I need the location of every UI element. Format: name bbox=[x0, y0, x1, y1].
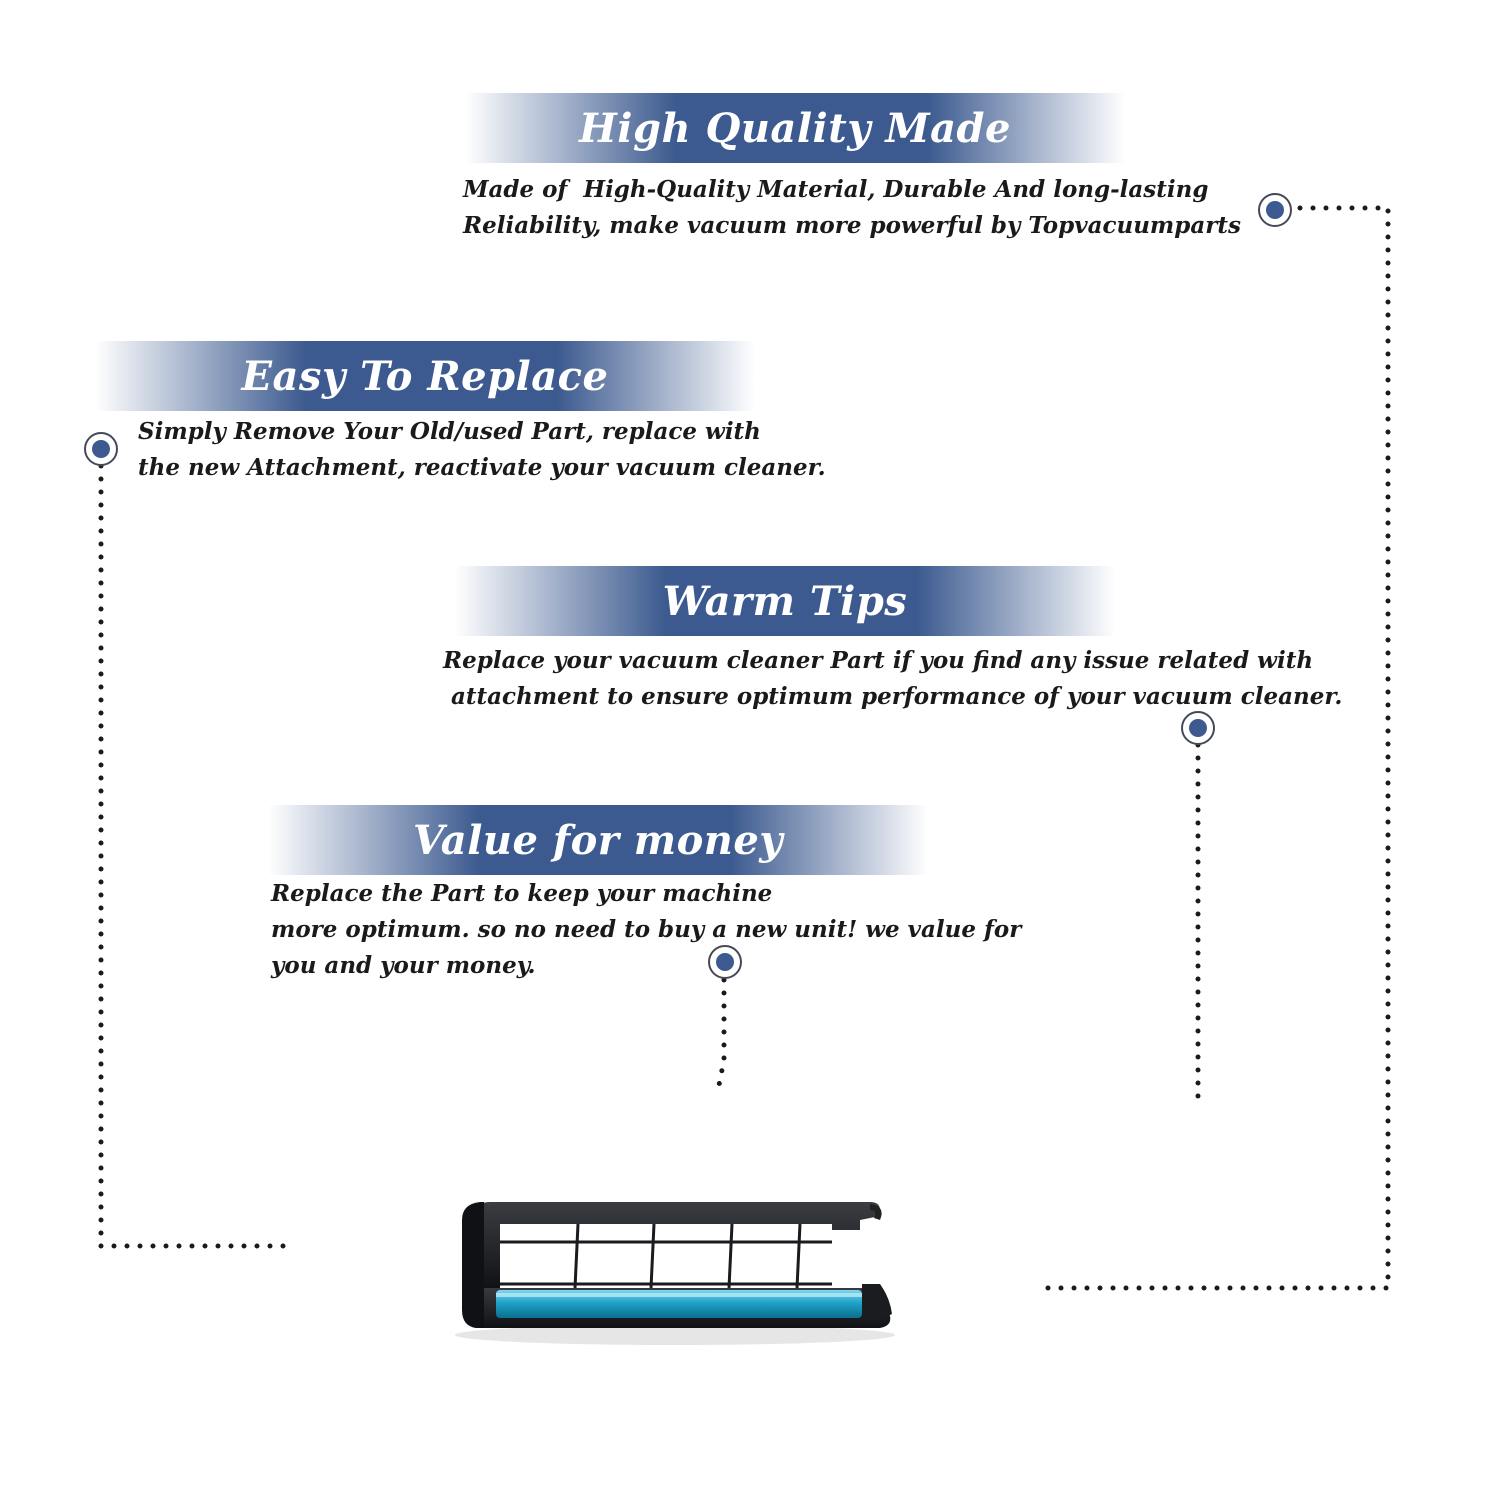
banner-warm-tips: Warm Tips bbox=[455, 566, 1115, 636]
section-title: Easy To Replace bbox=[241, 352, 609, 400]
banner-easy-replace: Easy To Replace bbox=[95, 341, 755, 411]
target-marker-icon bbox=[708, 945, 742, 979]
connector-quality bbox=[1032, 205, 1391, 1291]
banner-value-money: Value for money bbox=[268, 805, 928, 875]
banner-high-quality: High Quality Made bbox=[465, 93, 1125, 163]
target-marker-icon bbox=[84, 432, 118, 466]
section-description: Made of High-Quality Material, Durable A… bbox=[463, 176, 1241, 239]
vacuum-brush-roll-frame bbox=[455, 1202, 895, 1345]
section-description: Simply Remove Your Old/used Part, replac… bbox=[138, 418, 826, 481]
target-marker-icon bbox=[1181, 711, 1215, 745]
section-description: Replace your vacuum cleaner Part if you … bbox=[443, 647, 1343, 710]
connector-value bbox=[715, 977, 727, 1093]
section-title: Value for money bbox=[412, 816, 784, 864]
section-title: High Quality Made bbox=[579, 104, 1011, 152]
section-title: Warm Tips bbox=[662, 577, 908, 625]
target-marker-icon bbox=[1258, 193, 1292, 227]
connector-replace bbox=[98, 463, 299, 1249]
